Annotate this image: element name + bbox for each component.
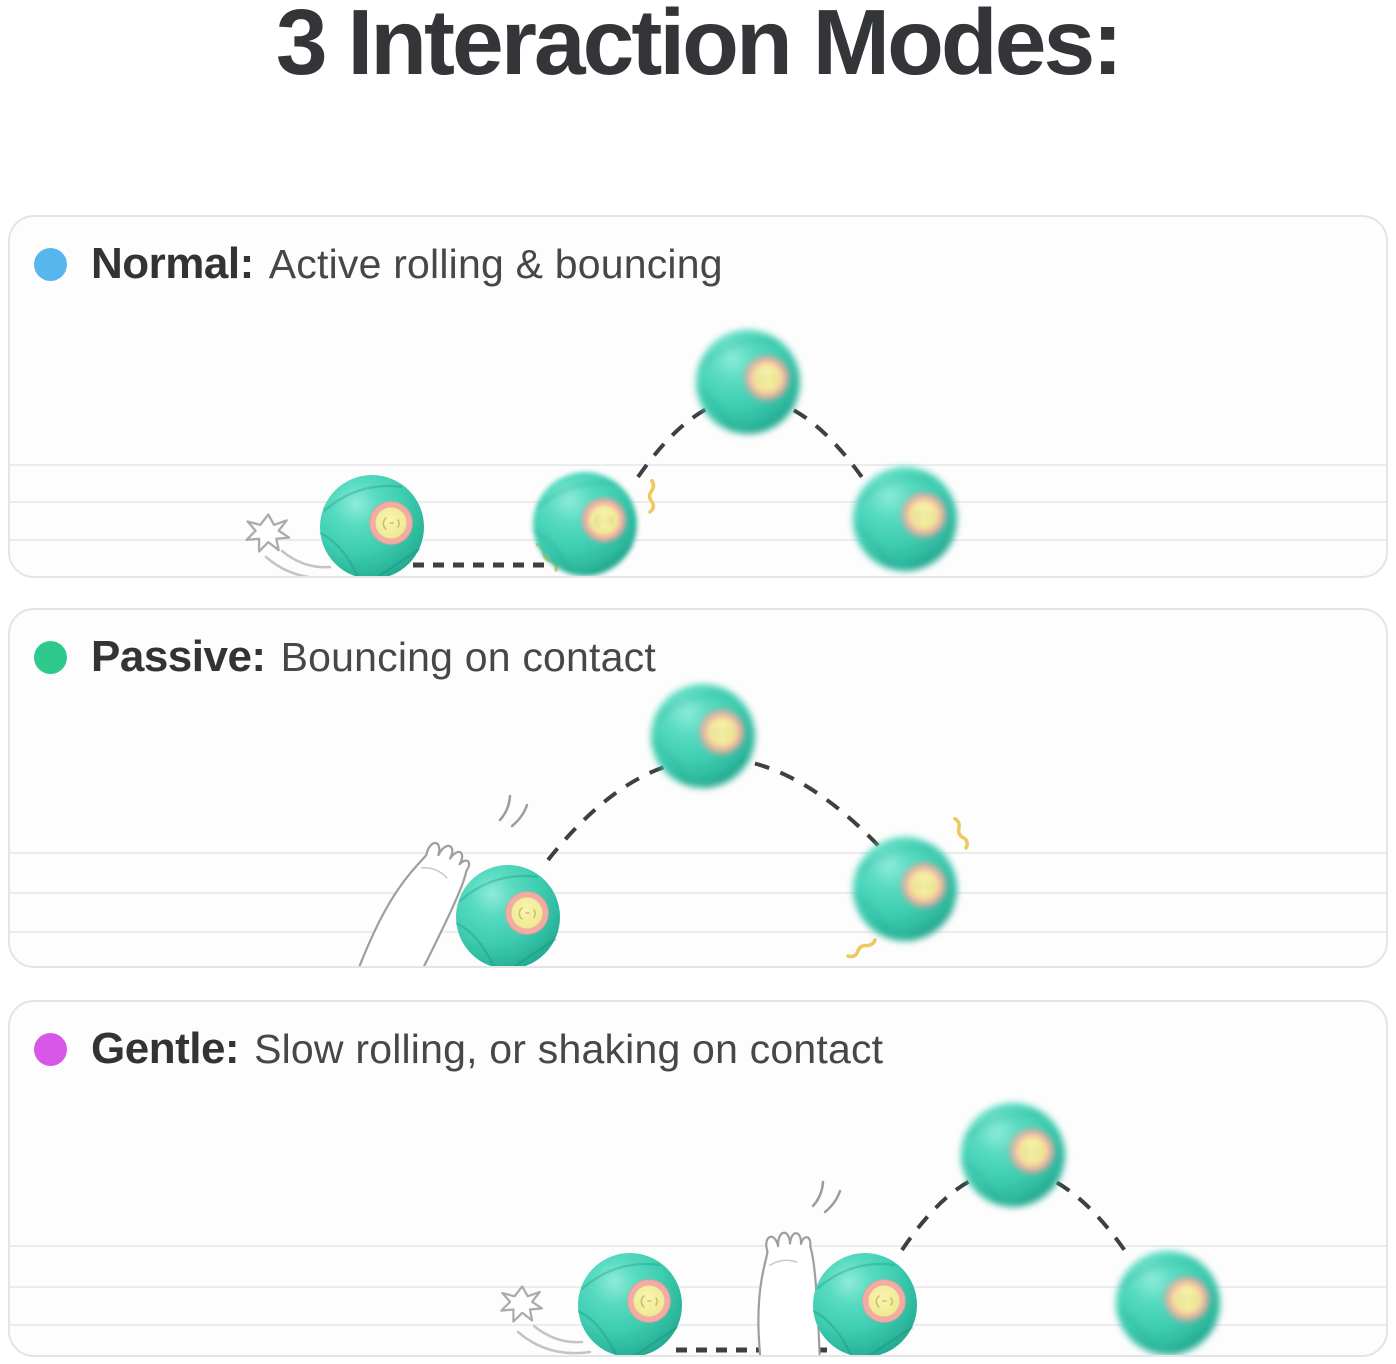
- ball-bounce-apex: [959, 1101, 1067, 1209]
- impact-puff: [245, 513, 291, 553]
- ball-rolling: [576, 1251, 684, 1355]
- mode-dot-passive: [34, 640, 67, 674]
- ball-landing: [1114, 1249, 1222, 1355]
- ball-bounce-apex: [694, 328, 802, 436]
- mode-header-normal: Normal: Active rolling & bouncing: [34, 239, 723, 289]
- motion-swoosh: [264, 549, 340, 576]
- mode-panel-passive: Passive: Bouncing on contact: [8, 608, 1388, 968]
- ball-moving: [531, 470, 639, 576]
- paw-motion-marks: [811, 1180, 842, 1214]
- cat-paw: [752, 1230, 824, 1355]
- passive-mode-illustration: [10, 682, 1386, 966]
- floor-lines: [10, 464, 1386, 541]
- mode-header-gentle: Gentle: Slow rolling, or shaking on cont…: [34, 1024, 883, 1074]
- normal-mode-illustration: [10, 328, 1386, 576]
- impact-puff: [500, 1285, 544, 1323]
- impact-squiggle: [846, 934, 878, 963]
- mode-panel-gentle: Gentle: Slow rolling, or shaking on cont…: [8, 1000, 1388, 1357]
- ball-touched: [454, 863, 562, 966]
- mode-dot-normal: [34, 247, 67, 281]
- mode-description-gentle: Slow rolling, or shaking on contact: [254, 1025, 884, 1072]
- page-title: 3 Interaction Modes:: [275, 0, 1123, 94]
- ball-bounce-apex: [649, 682, 757, 790]
- mode-header-passive: Passive: Bouncing on contact: [34, 632, 656, 682]
- mode-dot-gentle: [34, 1032, 67, 1066]
- mode-description-normal: Active rolling & bouncing: [268, 240, 723, 287]
- impact-squiggle: [948, 816, 974, 850]
- mode-description-passive: Bouncing on contact: [280, 633, 656, 680]
- mode-label-normal: Normal:: [91, 239, 254, 288]
- paw-motion-marks: [498, 794, 529, 828]
- impact-squiggle: [645, 478, 659, 514]
- mode-panel-normal: Normal: Active rolling & bouncing: [8, 215, 1388, 578]
- mode-label-gentle: Gentle:: [91, 1024, 240, 1073]
- motion-swoosh: [516, 1324, 592, 1355]
- mode-label-passive: Passive:: [91, 632, 266, 681]
- ball-rolling: [318, 473, 426, 576]
- floor-lines: [10, 852, 1386, 933]
- ball-touched: [811, 1251, 919, 1355]
- ball-landing: [851, 465, 959, 573]
- gentle-mode-illustration: [10, 1101, 1386, 1355]
- ball-landing: [851, 835, 959, 943]
